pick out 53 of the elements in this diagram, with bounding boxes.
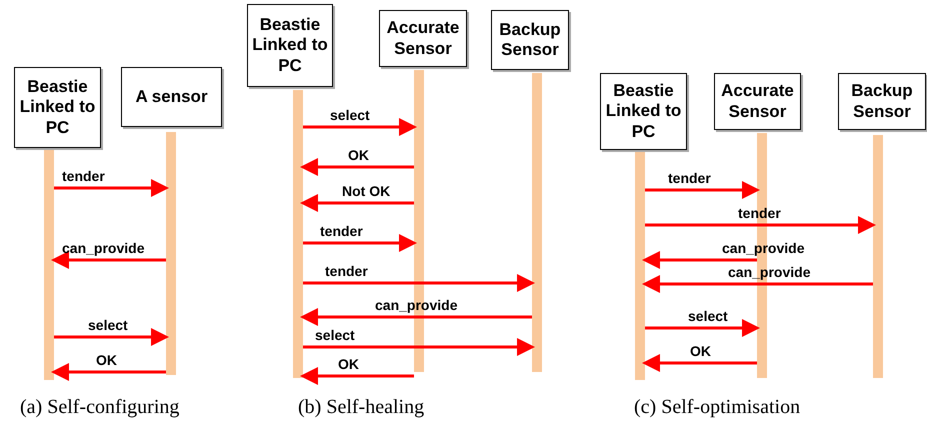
edge-label: OK [690,343,711,359]
message-arrow [300,158,414,176]
panel-caption: (b) Self-healing [298,396,424,419]
message-arrow [54,328,169,346]
lifeline-bar [44,150,54,380]
edge-label: tender [62,168,105,184]
participant-box: Accurate Sensor [379,10,467,67]
edge-label: can_provide [62,240,144,256]
message-arrow [645,319,760,337]
lifeline-bar [532,73,542,372]
participant-box: Beastie Linked to PC [14,67,101,148]
panel-caption: (c) Self-optimisation [634,396,800,419]
participant-box: Beastie Linked to PC [600,73,687,150]
edge-label: OK [338,356,359,372]
message-arrow [642,251,757,269]
message-arrow [303,274,535,292]
edge-label: tender [325,263,368,279]
edge-label: OK [348,147,369,163]
edge-label: tender [668,170,711,186]
message-arrow [51,363,166,381]
message-arrow [642,275,873,293]
edge-label: tender [738,205,781,221]
message-arrow [303,118,417,136]
edge-label: can_provide [375,297,458,313]
edge-label: select [88,317,128,333]
edge-label: select [688,308,728,324]
participant-box: Backup Sensor [491,10,569,70]
lifeline-bar [635,152,645,380]
lifeline-bar [873,135,883,378]
message-arrow [645,181,760,199]
message-arrow [300,367,414,385]
participant-box: A sensor [121,67,222,127]
edge-label: OK [96,352,117,368]
edge-label: Not OK [342,183,390,199]
participant-box: Accurate Sensor [714,73,801,130]
edge-label: select [330,107,370,123]
message-arrow [54,179,169,197]
edge-label: select [315,327,355,343]
lifeline-bar [293,90,303,378]
edge-label: tender [320,223,363,239]
participant-box: Backup Sensor [838,73,926,130]
message-arrow [645,216,876,234]
edge-label: can_provide [722,240,804,256]
message-arrow [51,251,166,269]
message-arrow [303,234,417,252]
participant-box: Beastie Linked to PC [247,4,333,87]
message-arrow [303,338,535,356]
message-arrow [300,308,532,326]
lifeline-bar [166,132,176,375]
edge-label: can_provide [728,264,810,280]
message-arrow [642,354,757,372]
message-arrow [300,194,414,212]
panel-caption: (a) Self-configuring [20,396,180,419]
